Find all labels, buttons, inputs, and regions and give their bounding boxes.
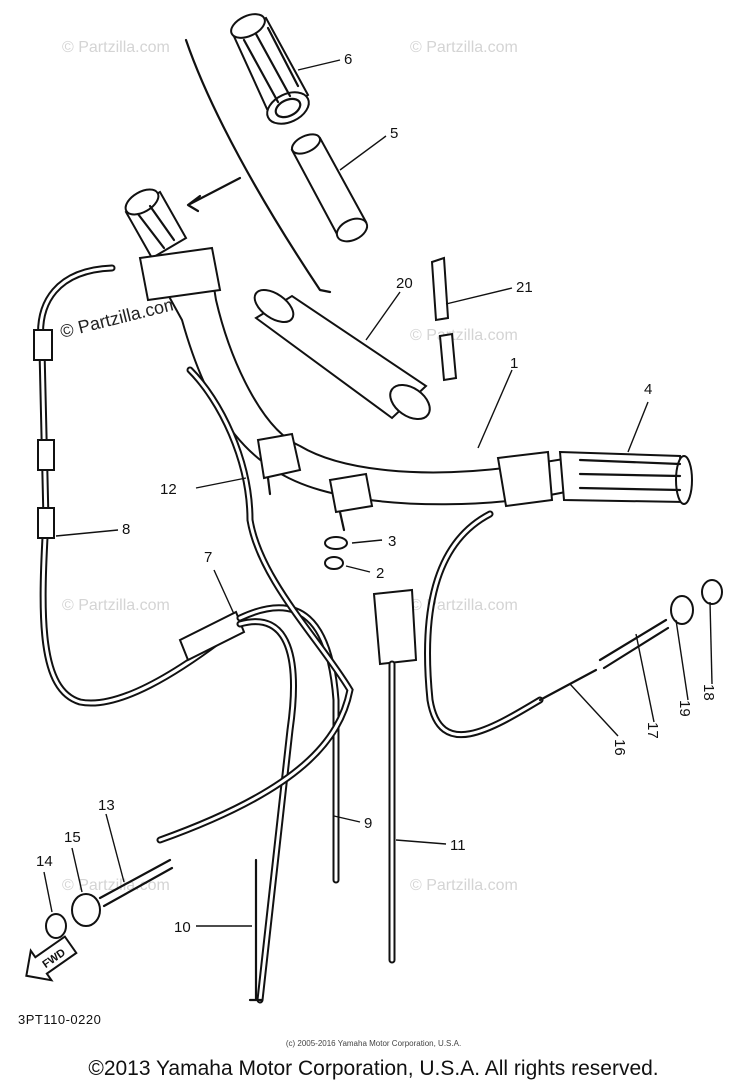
nut-2 xyxy=(324,556,344,570)
cap-15 xyxy=(71,893,101,927)
callout-18: 18 xyxy=(700,684,717,701)
spring-17 xyxy=(598,618,670,670)
watermark: © Partzilla.com xyxy=(62,39,170,56)
spring-13 xyxy=(98,858,174,908)
left-grip xyxy=(124,188,188,260)
cap-14 xyxy=(45,913,67,939)
grip-20 xyxy=(253,289,431,421)
watermark: © Partzilla.com xyxy=(410,597,518,614)
handlebar-1 xyxy=(138,246,576,532)
cable-10 xyxy=(248,858,264,1002)
callout-3: 3 xyxy=(388,533,396,550)
callout-4: 4 xyxy=(644,381,652,398)
callout-14: 14 xyxy=(36,853,53,870)
cable-11 xyxy=(372,588,418,964)
callout-19: 19 xyxy=(676,700,693,717)
callout-2: 2 xyxy=(376,565,384,582)
callout-21: 21 xyxy=(516,279,533,296)
callout-15: 15 xyxy=(64,829,81,846)
watermark: © Partzilla.com xyxy=(62,597,170,614)
callout-13: 13 xyxy=(98,797,115,814)
callout-16: 16 xyxy=(611,739,628,756)
washer-3 xyxy=(324,536,348,550)
callout-17: 17 xyxy=(644,722,661,739)
callout-10: 10 xyxy=(174,919,191,936)
grip-6 xyxy=(230,13,310,125)
grip-4 xyxy=(558,450,693,505)
cable-16 xyxy=(424,510,598,739)
callout-9: 9 xyxy=(364,815,372,832)
leader-lines xyxy=(43,59,713,927)
callout-20: 20 xyxy=(396,275,413,292)
watermark: © Partzilla.com xyxy=(410,877,518,894)
callout-5: 5 xyxy=(390,125,398,142)
diagram-code: 3PT110-0220 xyxy=(18,1012,102,1027)
watermark: © Partzilla.com xyxy=(410,327,518,344)
callout-11: 11 xyxy=(450,837,466,854)
callout-8: 8 xyxy=(122,521,130,538)
callout-12: 12 xyxy=(160,481,177,498)
fwd-arrow: FWD xyxy=(25,935,78,982)
watermark: © Partzilla.com xyxy=(410,39,518,56)
cable-8 xyxy=(33,264,224,707)
bolt-21 xyxy=(430,256,458,382)
copyright-footer: ©2013 Yamaha Motor Corporation, U.S.A. A… xyxy=(88,1057,659,1080)
copyright-small: (c) 2005-2016 Yamaha Motor Corporation, … xyxy=(285,1039,462,1048)
cap-19 xyxy=(670,595,694,625)
callout-1: 1 xyxy=(510,355,518,372)
watermark-dark: © Partzilla.com xyxy=(58,293,181,342)
callouts: 6 5 20 21 1 4 12 3 2 8 7 9 11 10 13 15 1… xyxy=(36,51,717,936)
callout-7: 7 xyxy=(204,549,212,566)
sleeve-5 xyxy=(290,133,369,243)
callout-6: 6 xyxy=(344,51,352,68)
cap-18 xyxy=(701,579,723,605)
watermark: © Partzilla.com xyxy=(62,877,170,894)
cable-7 xyxy=(178,604,340,1004)
